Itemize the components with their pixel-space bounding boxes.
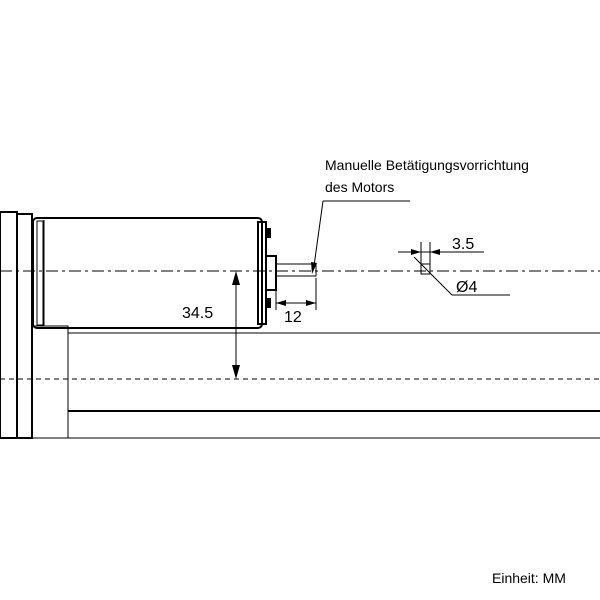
annotation-line-1: Manuelle Betätigungsvorrichtung [325,157,529,173]
unit-label: Einheit: MM [492,570,566,586]
annotation-line-2: des Motors [325,179,394,195]
screw-top [265,228,271,238]
motor-body [32,217,317,329]
actuator-housing [0,332,600,439]
dimension-offset [232,271,240,379]
motor-shaft [275,263,317,277]
dimension-offset-label: 34.5 [182,305,213,322]
detail-length-label: 3.5 [452,236,474,253]
detail-dimension [398,242,510,296]
annotation-leader [311,200,410,274]
dimension-shaft-length-label: 12 [284,309,302,326]
dimension-shaft-length [275,278,317,310]
detail-diameter-label: Ø4 [456,279,477,296]
screw-bottom [265,298,271,308]
